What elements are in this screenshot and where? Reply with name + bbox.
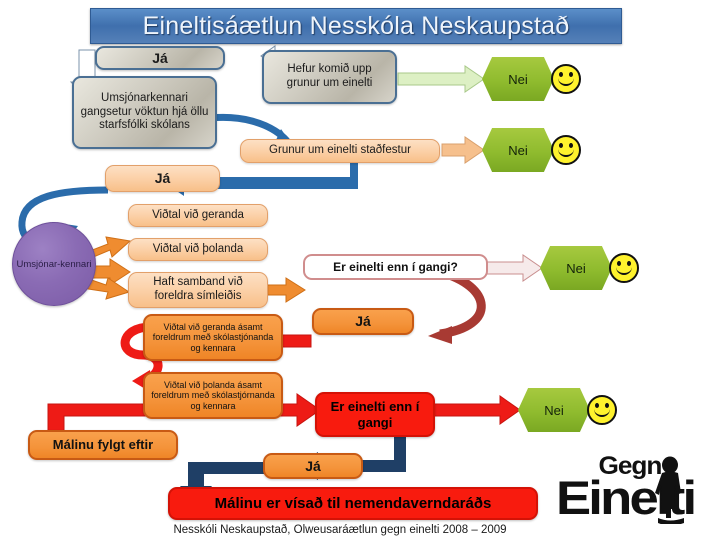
- node-nei-1-label: Nei: [508, 71, 528, 87]
- arrow-hefur-to-nei1: [397, 65, 485, 93]
- node-ja-second-label: Já: [154, 170, 171, 187]
- node-nei-3[interactable]: Nei: [540, 246, 639, 290]
- node-grunur-stadfestur-label: Grunur um einelti staðfestur: [269, 144, 411, 157]
- node-nei-4[interactable]: Nei: [518, 388, 617, 432]
- smiley-icon-3: [609, 253, 639, 283]
- node-ja-fourth[interactable]: Já: [263, 453, 363, 479]
- node-ja-top-label: Já: [152, 49, 168, 66]
- node-umsjonarkennari-ellipse-label: Umsjónar-kennari: [16, 258, 92, 270]
- node-ja-top[interactable]: Já: [95, 46, 225, 70]
- footer-credit: Nesskóli Neskaupstað, Olweusaráætlun geg…: [120, 524, 560, 536]
- node-hefur-komid-upp[interactable]: Hefur komið upp grunur um einelti: [262, 50, 397, 104]
- node-hefur-komid-upp-label: Hefur komið upp grunur um einelti: [286, 63, 373, 89]
- smiley-icon-2: [551, 135, 581, 165]
- hexagon-shape-2: Nei: [482, 128, 554, 172]
- node-vidtal-tholanda-foreldrum-label: Viðtal við þolanda ásamt foreldrum með s…: [151, 379, 275, 411]
- node-vidtal-tholanda[interactable]: Viðtal við þolanda: [128, 238, 268, 261]
- node-nei-1[interactable]: Nei: [482, 57, 581, 101]
- arrow-haft-to-er-einelti-q: [263, 277, 306, 303]
- node-er-einelti-enn-question[interactable]: Er einelti enn í gangi?: [303, 254, 488, 280]
- node-umsjonarkennari-vokt[interactable]: Umsjónarkennari gangsetur vöktun hjá öll…: [72, 76, 217, 149]
- node-haft-samband[interactable]: Haft samband við foreldra símleiðis: [128, 272, 268, 308]
- gegn-einelti-logo: Gegn Einelti: [556, 452, 716, 526]
- node-er-einelti-enn-question-label: Er einelti enn í gangi?: [333, 259, 458, 274]
- node-malinu-visad[interactable]: Málinu er vísað til nemendaverndaráðs: [168, 487, 538, 520]
- node-ja-fourth-label: Já: [305, 457, 321, 474]
- node-malinu-visad-label: Málinu er vísað til nemendaverndaráðs: [214, 494, 492, 512]
- arrow-er-einelti-q-to-nei3: [485, 254, 543, 282]
- node-ja-second[interactable]: Já: [105, 165, 220, 192]
- node-nei-3-label: Nei: [566, 260, 586, 276]
- hexagon-shape-1: Nei: [482, 57, 554, 101]
- node-nei-4-label: Nei: [544, 402, 564, 418]
- node-nei-2[interactable]: Nei: [482, 128, 581, 172]
- node-er-einelti-enn-label: Er einelti enn í gangi: [330, 399, 420, 430]
- node-malinu-fylgt-eftir[interactable]: Málinu fylgt eftir: [28, 430, 178, 460]
- footer-credit-text: Nesskóli Neskaupstað, Olweusaráætlun geg…: [173, 524, 507, 536]
- arrow-grunur-to-nei2: [441, 136, 485, 164]
- node-grunur-stadfestur[interactable]: Grunur um einelti staðfestur: [240, 139, 440, 163]
- node-vidtal-tholanda-label: Viðtal við þolanda: [152, 242, 244, 255]
- node-vidtal-geranda-foreldrum-label: Viðtal við geranda ásamt foreldrum með s…: [152, 321, 274, 353]
- node-ja-third-label: Já: [355, 313, 371, 330]
- node-haft-samband-label: Haft samband við foreldra símleiðis: [153, 276, 243, 302]
- node-vidtal-tholanda-foreldrum[interactable]: Viðtal við þolanda ásamt foreldrum með s…: [143, 372, 283, 419]
- smiley-icon-4: [587, 395, 617, 425]
- node-malinu-fylgt-eftir-label: Málinu fylgt eftir: [52, 437, 154, 453]
- node-umsjonarkennari-ellipse[interactable]: Umsjónar-kennari: [12, 222, 96, 306]
- smiley-icon-1: [551, 64, 581, 94]
- node-er-einelti-enn[interactable]: Er einelti enn í gangi: [315, 392, 435, 437]
- hexagon-shape-4: Nei: [518, 388, 590, 432]
- logo-line1: Gegn: [598, 452, 663, 480]
- node-ja-third[interactable]: Já: [312, 308, 414, 335]
- arrow-er-einelti-to-nei4: [429, 395, 521, 425]
- node-vidtal-geranda-label: Viðtal við geranda: [152, 208, 244, 221]
- arrow-er-einelti-q-to-ja3: [428, 267, 486, 344]
- page-title: Eineltisáætlun Nesskóla Neskaupstað: [90, 8, 622, 44]
- node-nei-2-label: Nei: [508, 142, 528, 158]
- node-vidtal-geranda-foreldrum[interactable]: Viðtal við geranda ásamt foreldrum með s…: [143, 314, 283, 361]
- node-umsjonarkennari-vokt-label: Umsjónarkennari gangsetur vöktun hjá öll…: [80, 92, 209, 132]
- logo-figure-icon: [655, 456, 684, 524]
- node-vidtal-geranda[interactable]: Viðtal við geranda: [128, 204, 268, 227]
- page-title-text: Eineltisáætlun Nesskóla Neskaupstað: [142, 11, 570, 40]
- hexagon-shape-3: Nei: [540, 246, 612, 290]
